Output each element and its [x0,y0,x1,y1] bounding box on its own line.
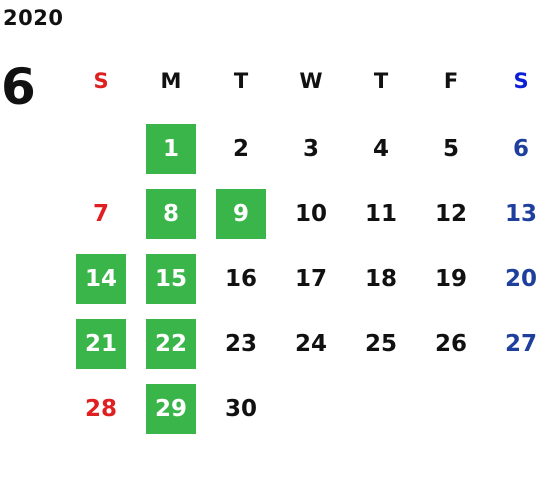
calendar-day[interactable]: 13 [504,201,537,227]
calendar-day[interactable]: 10 [294,201,327,227]
calendar-day[interactable]: 12 [434,201,467,227]
calendar-day[interactable]: 26 [434,331,467,357]
calendar-day-highlighted[interactable]: 8 [146,189,196,239]
calendar-day-highlighted[interactable]: 15 [146,254,196,304]
calendar-day[interactable]: 20 [504,266,537,292]
calendar-day-highlighted[interactable]: 29 [146,384,196,434]
weekday-header-mon: M [160,69,182,93]
weekday-header-thu: T [373,69,389,93]
calendar-day-highlighted[interactable]: 1 [146,124,196,174]
weekday-header-fri: F [443,69,459,93]
calendar-day[interactable]: 7 [92,201,109,227]
calendar-year: 2020 [3,6,64,30]
calendar-day-highlighted[interactable]: 14 [76,254,126,304]
calendar-day[interactable]: 30 [224,396,257,422]
weekday-header-wed: W [299,69,323,93]
calendar-day[interactable]: 6 [512,136,529,162]
weekday-header-sat: S [513,69,529,93]
calendar-day[interactable]: 18 [364,266,397,292]
calendar-day[interactable]: 27 [504,331,537,357]
calendar-day[interactable]: 17 [294,266,327,292]
calendar-day[interactable]: 2 [232,136,249,162]
calendar-day-highlighted[interactable]: 22 [146,319,196,369]
calendar-day[interactable]: 23 [224,331,257,357]
calendar-day[interactable]: 24 [294,331,327,357]
calendar-day[interactable]: 4 [372,136,389,162]
calendar-day-highlighted[interactable]: 9 [216,189,266,239]
weekday-header-sun: S [93,69,109,93]
calendar-day[interactable]: 25 [364,331,397,357]
calendar-day[interactable]: 5 [442,136,459,162]
calendar-day[interactable]: 28 [84,396,117,422]
calendar-day[interactable]: 3 [302,136,319,162]
weekday-header-tue: T [233,69,249,93]
calendar-month: 6 [1,58,36,116]
calendar-day-highlighted[interactable]: 21 [76,319,126,369]
calendar-day[interactable]: 19 [434,266,467,292]
calendar-day[interactable]: 16 [224,266,257,292]
calendar-day[interactable]: 11 [364,201,397,227]
